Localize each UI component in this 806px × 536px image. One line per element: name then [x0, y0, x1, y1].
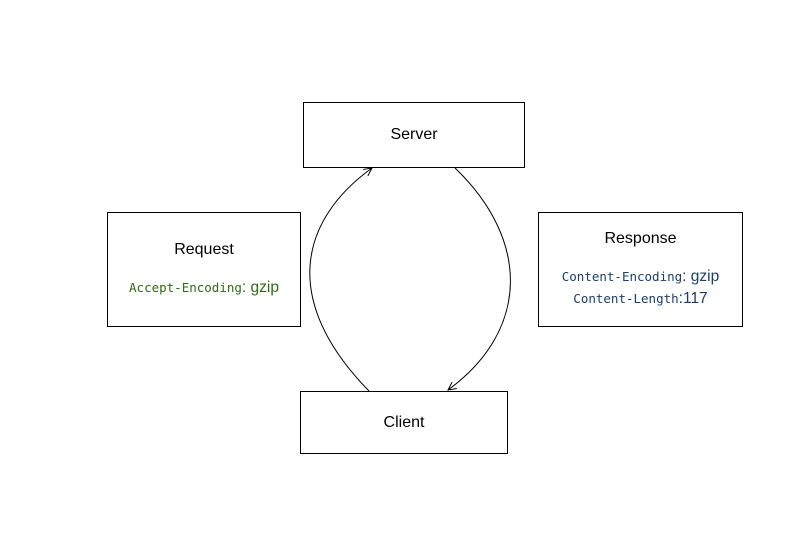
- response-arrow: [448, 167, 511, 390]
- server-label: Server: [390, 126, 438, 143]
- client-label: Client: [383, 414, 425, 431]
- server-node: Server: [303, 102, 525, 168]
- header-value: gzip: [246, 279, 279, 296]
- response-header-content-length: Content-Length:117: [573, 290, 708, 307]
- request-node: Request Accept-Encoding: gzip: [107, 212, 301, 327]
- header-value: 117: [682, 290, 708, 307]
- response-title: Response: [604, 230, 677, 247]
- request-arrow: [309, 168, 372, 392]
- header-name: Accept-Encoding: [129, 280, 242, 295]
- response-header-content-encoding: Content-Encoding: gzip: [561, 268, 720, 285]
- header-name: Content-Length: [573, 291, 679, 306]
- request-header-accept-encoding: Accept-Encoding: gzip: [129, 279, 279, 296]
- header-value: gzip: [686, 268, 720, 285]
- request-title: Request: [174, 241, 234, 258]
- header-name: Content-Encoding: [561, 269, 683, 284]
- client-node: Client: [300, 391, 508, 454]
- response-node: Response Content-Encoding: gzip Content-…: [538, 212, 743, 327]
